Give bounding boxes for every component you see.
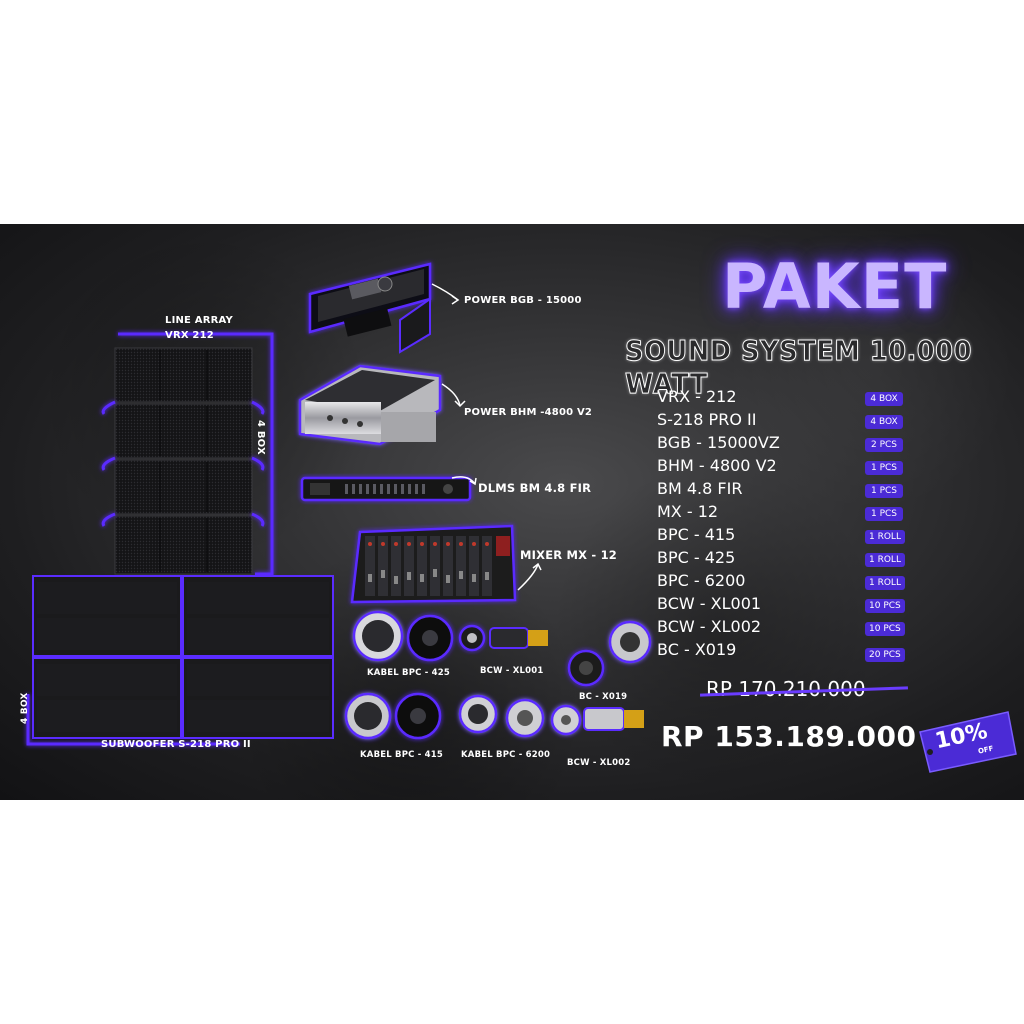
qty-badge: 1 PCS (865, 461, 903, 475)
bcw-xl002-label: BCW - XL002 (567, 758, 631, 768)
subwoofer-speakers (32, 575, 334, 739)
arrow-mixer (517, 562, 542, 591)
new-price: RP 153.189.000 (661, 720, 917, 753)
qty-badge: 20 PCS (865, 648, 905, 662)
page-subtitle: SOUND SYSTEM 10.000 WATT (625, 334, 972, 401)
line-array-model: VRX 212 (165, 330, 214, 341)
mixer-image (350, 524, 517, 604)
item-name: VRX - 212 (657, 387, 737, 406)
item-name: BM 4.8 FIR (657, 479, 743, 498)
dlms-image (300, 476, 472, 502)
power-bhm-image (298, 364, 442, 446)
qty-badge: 1 ROLL (865, 530, 905, 544)
kabel-425-label: KABEL BPC - 425 (367, 668, 450, 678)
power-bhm-label: POWER BHM -4800 V2 (464, 407, 593, 418)
list-item: MX - 12 1 PCS (657, 502, 917, 524)
bcw-xl001-label: BCW - XL001 (480, 666, 544, 676)
list-item: S-218 PRO II 4 BOX (657, 410, 917, 432)
item-name: BGB - 15000VZ (657, 433, 780, 452)
item-name: BPC - 425 (657, 548, 736, 567)
item-name: S-218 PRO II (657, 410, 757, 429)
line-array-speakers (101, 347, 265, 575)
qty-badge: 2 PCS (865, 438, 903, 452)
qty-badge: 4 BOX (865, 415, 903, 429)
item-name: BHM - 4800 V2 (657, 456, 777, 475)
qty-badge: 10 PCS (865, 599, 905, 613)
bcw-xl001-image (458, 624, 548, 652)
qty-badge: 10 PCS (865, 622, 905, 636)
list-item: BM 4.8 FIR 1 PCS (657, 479, 917, 501)
mixer-label: MIXER MX - 12 (520, 548, 617, 562)
kabel-425-image (352, 610, 454, 662)
list-item: BGB - 15000VZ 2 PCS (657, 433, 917, 455)
qty-badge: 4 BOX (865, 392, 903, 406)
list-item: VRX - 212 4 BOX (657, 387, 917, 409)
list-item: BC - X019 20 PCS (657, 640, 917, 662)
bcw-xl002-image (550, 704, 644, 736)
subwoofer-bracket (26, 694, 240, 746)
item-name: BC - X019 (657, 640, 737, 659)
item-name: BCW - XL002 (657, 617, 762, 636)
kabel-415-image (344, 692, 442, 740)
bc-x019-label: BC - X019 (579, 692, 628, 702)
qty-badge: 1 ROLL (865, 553, 905, 567)
subwoofer-qty: 4 BOX (20, 692, 30, 724)
list-item: BHM - 4800 V2 1 PCS (657, 456, 917, 478)
list-item: BCW - XL002 10 PCS (657, 617, 917, 639)
item-name: BPC - 6200 (657, 571, 746, 590)
item-name: BPC - 415 (657, 525, 736, 544)
arrow-power-bhm (441, 383, 466, 408)
item-name: MX - 12 (657, 502, 719, 521)
line-array-label: LINE ARRAY (165, 315, 233, 326)
promo-banner: LINE ARRAY VRX 212 4 BOX POWER BGB - 150… (0, 224, 1024, 800)
line-array-bracket (118, 332, 274, 576)
list-item: BPC - 6200 1 ROLL (657, 571, 917, 593)
bc-x019-image (567, 620, 652, 687)
power-bgb-image (308, 262, 432, 354)
kabel-6200-label: KABEL BPC - 6200 (461, 750, 551, 760)
qty-badge: 1 PCS (865, 484, 903, 498)
item-name: BCW - XL001 (657, 594, 762, 613)
list-item: BPC - 425 1 ROLL (657, 548, 917, 570)
dlms-label: DLMS BM 4.8 FIR (478, 481, 592, 495)
kabel-415-label: KABEL BPC - 415 (360, 750, 443, 760)
discount-tag (919, 711, 1017, 773)
power-bgb-label: POWER BGB - 15000 (464, 295, 582, 306)
subwoofer-label: SUBWOOFER S-218 PRO II (101, 739, 251, 750)
arrow-dlms (451, 476, 477, 486)
page-title: PAKET (722, 250, 948, 323)
kabel-6200-image (458, 694, 545, 738)
list-item: BPC - 415 1 ROLL (657, 525, 917, 547)
list-item: BCW - XL001 10 PCS (657, 594, 917, 616)
line-array-qty: 4 BOX (255, 420, 266, 455)
artwork-layer (26, 262, 1017, 773)
arrow-power-bgb (431, 283, 460, 305)
qty-badge: 1 PCS (865, 507, 903, 521)
qty-badge: 1 ROLL (865, 576, 905, 590)
